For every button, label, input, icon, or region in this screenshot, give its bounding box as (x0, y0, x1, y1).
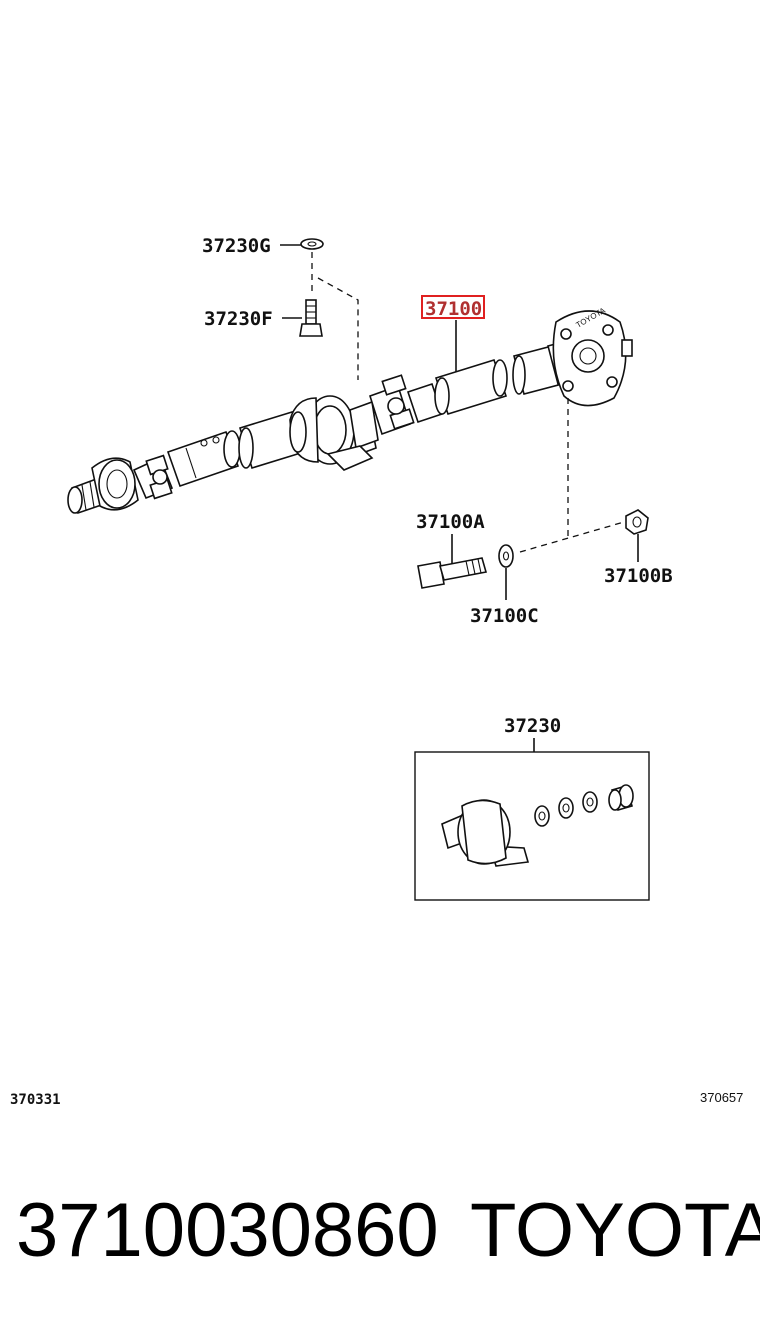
center-universal-joint (369, 374, 444, 436)
callout-37100a: 37100A (416, 511, 488, 589)
label-37230g: 37230G (202, 235, 271, 257)
bolt-37230f-icon (299, 299, 323, 337)
label-37100[interactable]: 37100 (425, 298, 482, 320)
footer-left-code: 370331 (10, 1092, 61, 1108)
washer-37100c-icon (498, 544, 514, 568)
rear-flexible-coupling: TOYOTA (552, 306, 633, 407)
label-37100a: 37100A (416, 511, 485, 533)
kit-box (414, 751, 650, 901)
bearing-washers-icon (534, 791, 598, 827)
label-37230: 37230 (504, 715, 561, 737)
front-slip-tube (166, 430, 241, 488)
brand-caption: TOYOTA (470, 1188, 760, 1273)
callout-37230: 37230 (414, 715, 650, 901)
nut-37100b-icon (625, 509, 649, 535)
callout-37230g: 37230G (202, 235, 324, 296)
footer-right-code: 370657 (700, 1090, 743, 1105)
callout-37100b: 37100B (604, 509, 673, 587)
rear-tube (434, 359, 508, 415)
bolt-37100a-icon (417, 557, 488, 589)
label-37100c: 37100C (470, 605, 539, 627)
washer-37230g-icon (300, 238, 324, 250)
callout-37230f: 37230F (204, 277, 359, 380)
center-bearing-kit-icon (441, 799, 530, 867)
part-number-caption: 3710030860 (16, 1188, 439, 1273)
center-bearing-bracket (326, 445, 374, 471)
callout-37100: 37100 (421, 295, 485, 372)
center-bearing (289, 395, 379, 465)
front-tube (238, 410, 305, 470)
front-yoke (91, 457, 139, 511)
callout-37100c: 37100C (470, 544, 539, 627)
label-37230f: 37230F (204, 308, 273, 330)
propeller-shaft-assembly: TOYOTA (67, 306, 633, 515)
highlight-box (421, 295, 485, 319)
label-37100b: 37100B (604, 565, 673, 587)
coupling-assembly-lines (519, 398, 625, 553)
front-universal-joint (132, 454, 174, 500)
bearing-spacer-icon (608, 784, 634, 811)
